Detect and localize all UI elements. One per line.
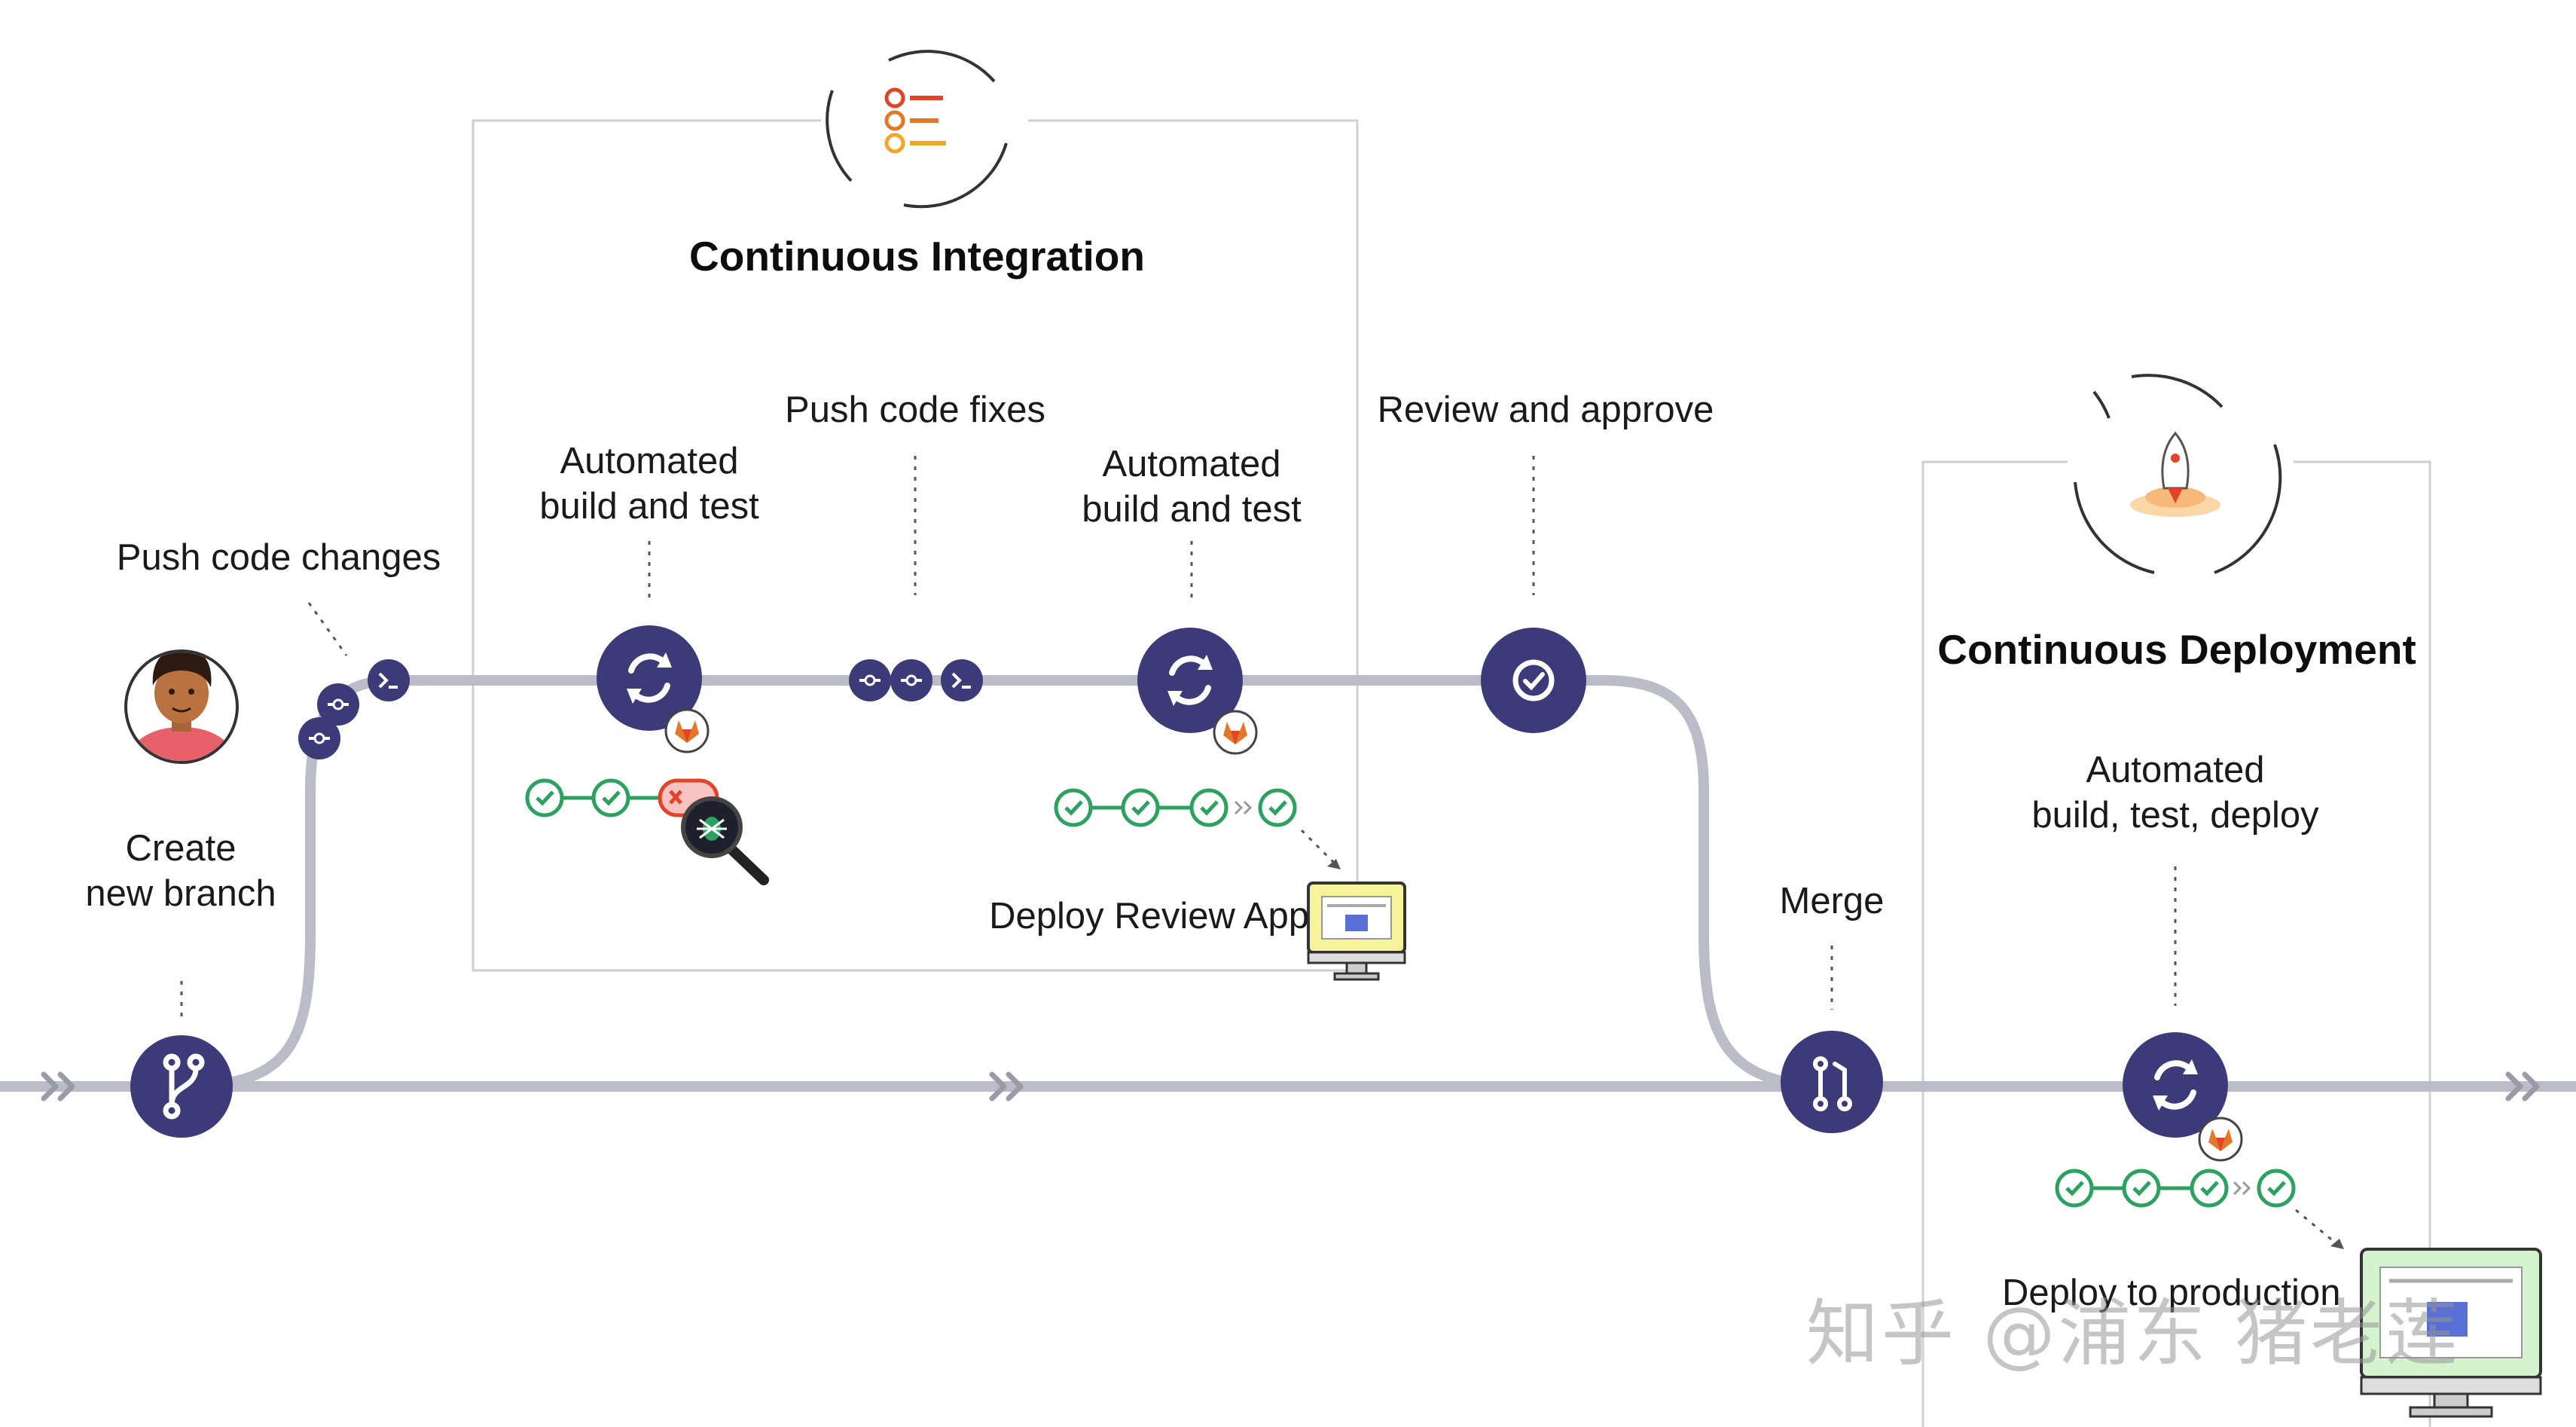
cd-build-node [2123,1032,2228,1138]
chevrons [41,1071,2540,1102]
check-circle-icon [1512,659,1555,701]
git-branch-icon [163,1053,205,1120]
label-review-approve: Review and approve [1377,390,1714,430]
label-build-test-1-line2: build and test [539,486,759,527]
ci-build-node-1 [597,625,702,731]
label-build-test-2-line2: build and test [1082,489,1302,530]
label-build-test-1-line1: Automated [560,441,739,481]
label-auto-deploy-line2: build, test, deploy [2031,795,2319,836]
arrow-head [2330,1239,2344,1249]
dotted-connectors [180,456,2340,1248]
cd-box [1921,460,2431,1427]
watermark: 知乎 @浦东 猪老莲 [1806,1291,2462,1376]
merge-node [1781,1031,1883,1133]
checklist-icon [884,87,946,154]
developer-avatar-icon [124,649,239,764]
push-code-changes-commits [298,659,410,759]
label-create-branch-line2: new branch [85,873,276,914]
label-build-test-2-line1: Automated [1102,444,1281,484]
label-merge: Merge [1779,881,1885,921]
label-auto-deploy-line1: Automated [2086,750,2265,790]
pipeline-track [0,675,2576,1092]
cd-title: Continuous Deployment [1937,626,2416,673]
terminal-icon [941,659,983,701]
monitor-icon [2360,1248,2542,1418]
rocket-icon [2130,431,2220,517]
terminal-icon [368,659,410,701]
rocket-badge [2074,374,2282,574]
label-create-branch-line1: Create [125,828,237,869]
arrow-head [1327,859,1341,869]
gitlab-fox-icon [2198,1117,2243,1162]
ci-title: Continuous Integration [689,233,1145,280]
bug-magnifier-icon [681,796,769,885]
label-push-code-fixes: Push code fixes [785,390,1045,430]
create-branch-node [130,1035,233,1138]
push-code-fixes-commits [849,659,983,701]
checklist-badge [826,50,1008,209]
merge-request-icon [1813,1056,1852,1111]
pipeline-status-3 [2055,1169,2296,1208]
pipeline-status-2 [1054,788,1297,827]
gitlab-fox-icon [664,708,710,753]
monitor-icon [1307,882,1406,981]
commit-icon [298,717,340,759]
label-deploy-review-app: Deploy Review App [989,896,1309,937]
label-deploy-production: Deploy to production [2002,1273,2341,1313]
ci-box [472,119,1359,972]
label-push-code-changes: Push code changes [116,537,441,578]
review-node [1481,628,1586,733]
pipeline-status-1 [525,778,769,885]
commit-icon [849,659,891,701]
ci-build-node-2 [1137,628,1243,733]
gitlab-fox-icon [1213,710,1258,755]
commit-icon [317,683,359,726]
commit-icon [890,659,932,701]
